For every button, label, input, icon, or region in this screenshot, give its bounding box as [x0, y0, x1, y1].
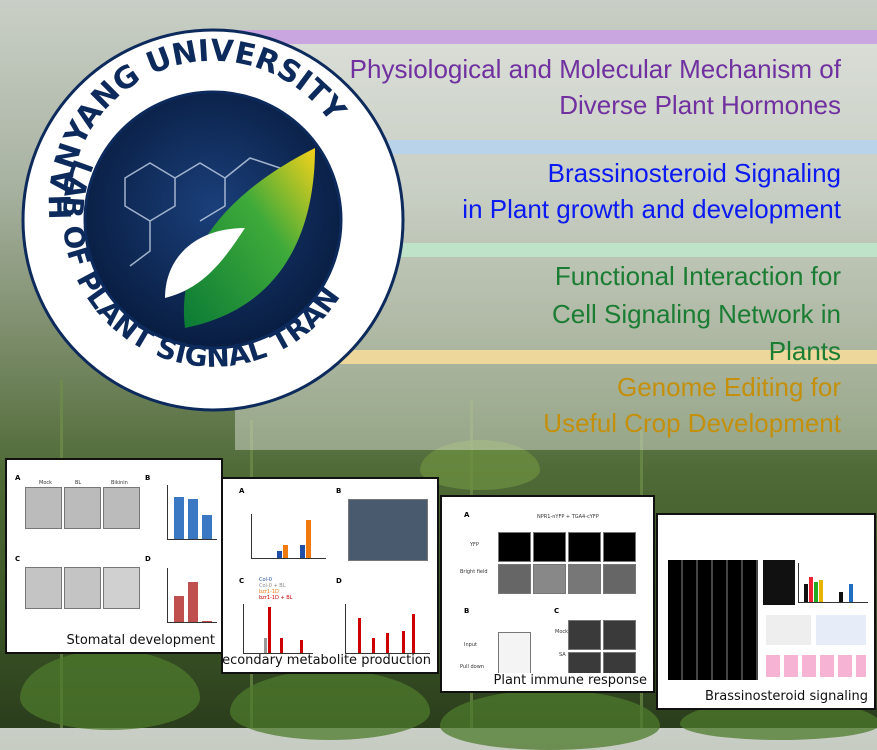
- row-label-input: Input: [464, 642, 477, 648]
- panel-label-b: B: [145, 474, 151, 482]
- panel-label-a: A: [239, 487, 245, 495]
- label-mock: Mock: [39, 480, 53, 486]
- row-label-mock: Mock: [555, 629, 569, 635]
- topic-3-line-3: Plants: [768, 336, 841, 366]
- topic-bar-4: [235, 350, 877, 364]
- figure-caption: Stomatal development: [66, 633, 216, 648]
- micrograph: [25, 567, 62, 609]
- panel-label-d: D: [336, 577, 342, 585]
- legend-bzr1: bzr1-1D: [259, 589, 279, 595]
- bar-chart: [798, 563, 868, 603]
- micrograph: [103, 487, 140, 529]
- western-blot-row: [766, 655, 866, 677]
- lab-logo: HANYANG UNIVERSITY LAB OF PLANT SIGNAL T…: [15, 28, 405, 412]
- bright-field-image: [533, 564, 566, 594]
- bar-chart-c: [243, 604, 313, 654]
- bar-chart-a: [251, 514, 326, 559]
- panel-label-b: B: [336, 487, 342, 495]
- topic-2-line-2: in Plant growth and development: [462, 194, 841, 224]
- western-blot: [766, 615, 811, 645]
- figure-brassinosteroid-signaling: Brassinosteroid signaling: [656, 513, 876, 710]
- yfp-image: [568, 532, 601, 562]
- yfp-image: [498, 532, 531, 562]
- topic-3-line-1: Functional Interaction for: [554, 261, 841, 291]
- bright-field-image: [603, 564, 636, 594]
- topic-1-line-1: Physiological and Molecular Mechanism of: [349, 54, 841, 84]
- topic-3-line-2: Cell Signaling Network in: [551, 299, 841, 329]
- confocal-image-grid: [668, 560, 758, 680]
- figure-secondary-metabolite: A B C Col-0 Col-0 + BL bzr1-1D bzr1-1D +…: [221, 477, 439, 674]
- yfp-image: [533, 532, 566, 562]
- row-label-sa: SA: [559, 652, 566, 658]
- micrograph: [64, 567, 101, 609]
- bright-field-image: [568, 564, 601, 594]
- figure-caption: Plant immune response: [493, 673, 647, 688]
- topic-1-line-2: Diverse Plant Hormones: [559, 90, 841, 120]
- topic-bar-2: [235, 140, 877, 154]
- western-blot: [816, 615, 866, 645]
- figure-stomatal-development: A Mock BL Bikinin B C D Stomatal develop…: [5, 458, 223, 654]
- micrograph: [25, 487, 62, 529]
- seedling-photo: [348, 499, 428, 561]
- panel-label-d: D: [145, 555, 151, 563]
- panel-label-a: A: [464, 511, 470, 519]
- topic-bar-1: [235, 30, 877, 44]
- legend-bzr1-bl: bzr1-1D + BL: [259, 595, 293, 601]
- panel-label-b: B: [464, 607, 470, 615]
- bar-chart-d: [167, 568, 217, 623]
- leaf-photo: [603, 620, 636, 650]
- topic-4-line-1: Genome Editing for: [616, 372, 841, 402]
- row-label-pull-down: Pull down: [460, 664, 484, 670]
- bar-chart-d: [345, 604, 430, 654]
- seedling-panel: [763, 560, 795, 605]
- panel-label-c: C: [554, 607, 560, 615]
- legend-col0: Col-0: [259, 577, 272, 583]
- label-bl: BL: [75, 480, 82, 486]
- bright-field-image: [498, 564, 531, 594]
- row-label-yfp: YFP: [470, 542, 479, 548]
- panel-label-a: A: [15, 474, 21, 482]
- figure-caption: Secondary metabolite production: [221, 653, 431, 668]
- topic-2-line-1: Brassinosteroid Signaling: [547, 158, 841, 188]
- micrograph: [64, 487, 101, 529]
- figure-caption: Brassinosteroid signaling: [704, 689, 868, 704]
- yfp-image: [603, 532, 636, 562]
- panel-label-c: C: [15, 555, 21, 563]
- leaf-photo: [568, 620, 601, 650]
- row-label-bright-field: Bright field: [460, 569, 488, 575]
- bar-chart-b: [167, 485, 217, 540]
- micrograph: [103, 567, 140, 609]
- construct-label: NPR1-nYFP + TGA4-cYFP: [537, 514, 599, 520]
- legend-col0-bl: Col-0 + BL: [259, 583, 286, 589]
- panel-label-c: C: [239, 577, 245, 585]
- figure-plant-immune-response: A NPR1-nYFP + TGA4-cYFP YFP Bright field…: [440, 495, 655, 693]
- topic-4-line-2: Useful Crop Development: [543, 408, 841, 438]
- label-bikinin: Bikinin: [111, 480, 128, 486]
